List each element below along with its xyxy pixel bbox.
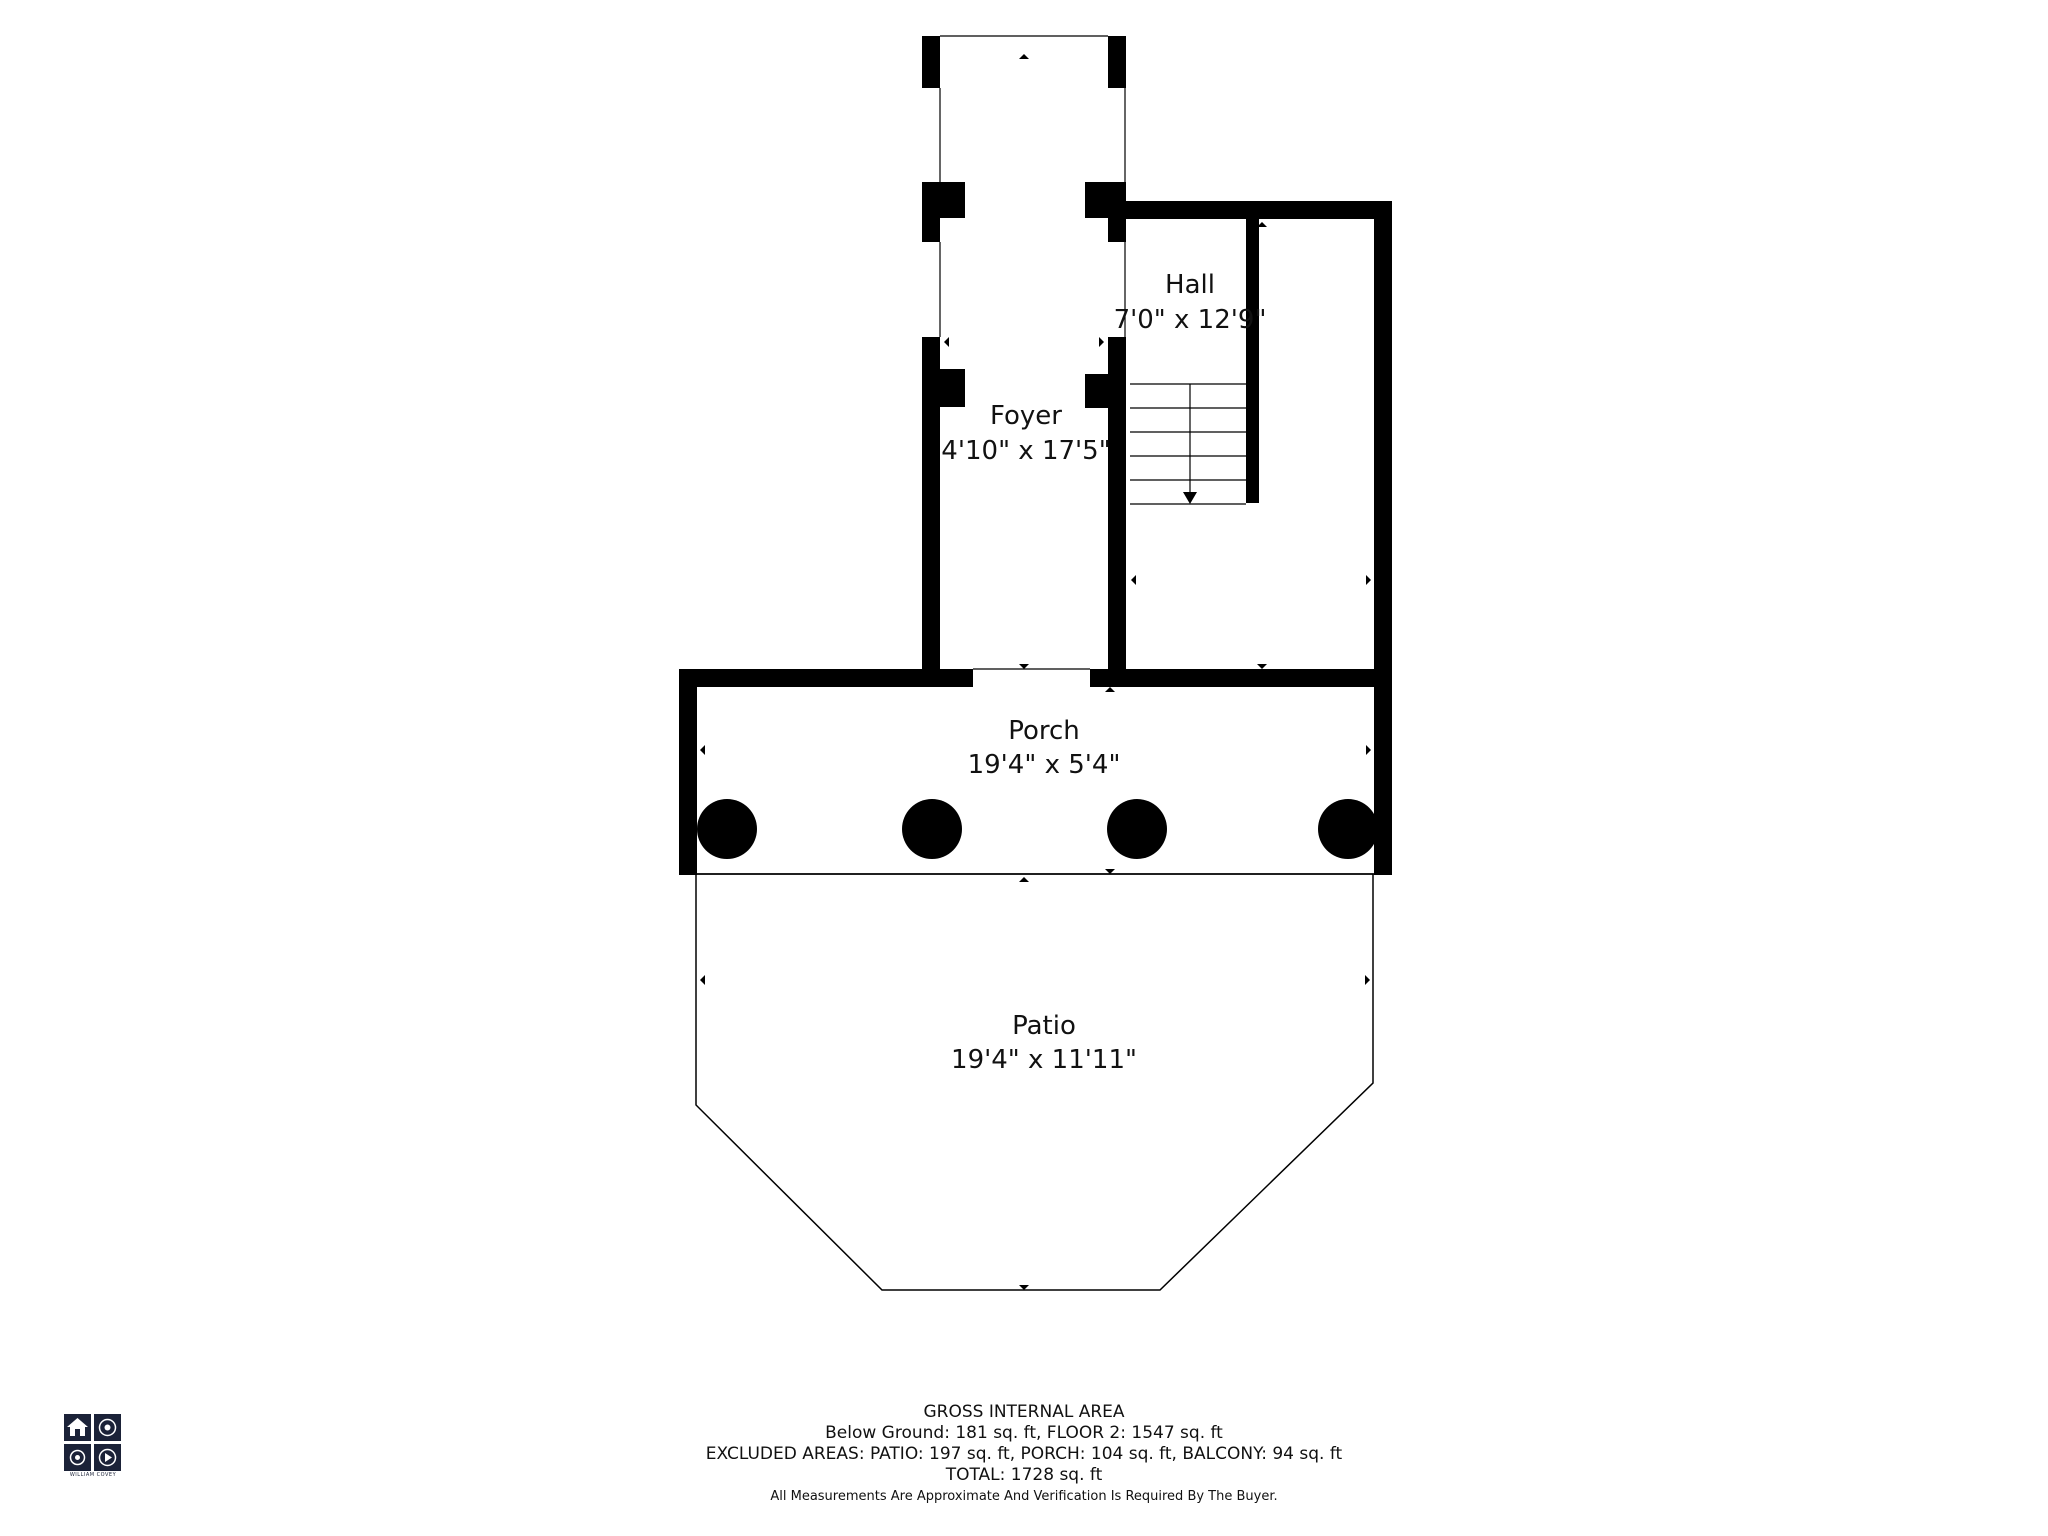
hall-walls [1108, 201, 1392, 681]
target-icon [64, 1444, 91, 1471]
patio-dimensions: 19'4" x 11'11" [951, 1045, 1137, 1075]
area-line-2: EXCLUDED AREAS: PATIO: 197 sq. ft, PORCH… [705, 1444, 1343, 1464]
logo-text: WILLIAM COVEY [69, 1472, 117, 1478]
hall-name: Hall [1165, 270, 1215, 300]
hall-dimensions: 7'0" x 12'9" [1114, 305, 1267, 335]
foyer-dimensions: 4'10" x 17'5" [941, 436, 1110, 466]
camera-icon [94, 1414, 121, 1441]
area-line-1: Below Ground: 181 sq. ft, FLOOR 2: 1547 … [825, 1423, 1223, 1443]
patio-name: Patio [1012, 1011, 1076, 1041]
porch-name: Porch [1008, 716, 1080, 746]
area-summary: GROSS INTERNAL AREA Below Ground: 181 sq… [0, 1402, 2048, 1508]
foyer-name: Foyer [990, 401, 1062, 431]
area-disclaimer: All Measurements Are Approximate And Ver… [770, 1489, 1278, 1504]
area-heading: GROSS INTERNAL AREA [923, 1402, 1125, 1422]
entry-vestibule [922, 35, 1126, 408]
patio-outline [695, 873, 1374, 1291]
house-icon [64, 1414, 91, 1441]
staircase [1130, 383, 1246, 505]
company-logo: WILLIAM COVEY [64, 1414, 122, 1478]
play-icon [94, 1444, 121, 1471]
area-total: TOTAL: 1728 sq. ft [945, 1465, 1103, 1485]
dimension-markers [700, 54, 1371, 1290]
foyer-walls [922, 337, 1126, 669]
porch-columns [697, 799, 1378, 859]
porch-dimensions: 19'4" x 5'4" [968, 750, 1121, 780]
porch-walls [679, 668, 1392, 875]
